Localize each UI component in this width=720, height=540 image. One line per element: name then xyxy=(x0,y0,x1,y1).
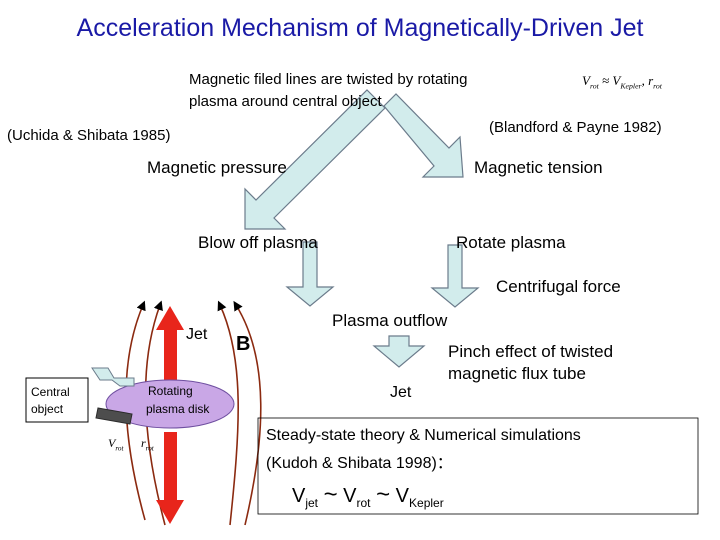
arrow-to-magnetic-pressure-icon xyxy=(244,89,386,230)
jet-result-label: Jet xyxy=(390,384,412,401)
rotation-formula: Vrot ≈ VKepler, rrot xyxy=(582,73,662,91)
sketch-v-sub: rot xyxy=(115,444,124,453)
blow-off-plasma-label: Blow off plasma xyxy=(198,233,318,252)
velocity-relation: Vjet ~ Vrot ~ VKepler xyxy=(292,481,444,510)
plasma-outflow-label: Plasma outflow xyxy=(332,311,448,330)
arrow-blow-off-to-outflow-icon xyxy=(285,241,335,307)
vrot-sub: rot xyxy=(356,496,371,510)
vkepler-v: V xyxy=(395,485,410,507)
sketch-v: V xyxy=(108,436,116,450)
rotation-arrow-bottom-icon xyxy=(95,407,133,425)
arrow-to-magnetic-tension-icon xyxy=(383,93,464,178)
ref-right: (Blandford & Payne 1982) xyxy=(489,119,662,136)
field-line-right-outer-icon xyxy=(233,300,262,526)
vjet-v: V xyxy=(292,485,306,507)
tilde-2: ~ xyxy=(376,481,391,508)
lower-jet-icon xyxy=(156,432,184,524)
vkepler-sub: Kepler xyxy=(409,496,444,510)
field-line-right-inner-icon xyxy=(217,300,239,526)
formula-approx: ≈ xyxy=(602,73,610,88)
formula-r: r xyxy=(648,73,654,88)
sketch-rrot-label: rrot xyxy=(141,436,154,452)
magnetic-field-b-label: B xyxy=(236,333,251,355)
central-object-box-icon xyxy=(25,377,89,423)
pinch-effect-line-1: Pinch effect of twisted xyxy=(448,342,614,361)
formula-v-sub: rot xyxy=(589,81,599,91)
centrifugal-force-label: Centrifugal force xyxy=(496,277,621,296)
vrot-v: V xyxy=(343,485,357,507)
arrow-outflow-to-jet-icon xyxy=(372,335,426,368)
rotation-arrow-top-icon xyxy=(91,367,135,387)
formula-sep: , xyxy=(641,73,645,88)
formula-k: V xyxy=(612,73,621,88)
pinch-effect-line-2: magnetic flux tube xyxy=(448,364,586,383)
sketch-vrot-label: Vrot xyxy=(108,436,123,452)
conclusion-box-icon xyxy=(257,417,699,515)
vjet-sub: jet xyxy=(305,496,319,510)
upper-jet-icon xyxy=(156,306,184,387)
page-title: Acceleration Mechanism of Magnetically-D… xyxy=(76,14,644,42)
rotate-plasma-label: Rotate plasma xyxy=(456,233,566,252)
rotating-disk-line-1: Rotating xyxy=(148,384,193,398)
magnetic-tension-label: Magnetic tension xyxy=(474,158,603,177)
sketch-r: r xyxy=(141,436,146,450)
tilde-1: ~ xyxy=(323,481,338,508)
intro-line-2: plasma around central object xyxy=(189,93,382,110)
magnetic-pressure-label: Magnetic pressure xyxy=(147,158,287,177)
ref-left: (Uchida & Shibata 1985) xyxy=(7,127,171,144)
formula-r-sub: rot xyxy=(653,81,662,91)
conclusion-line-2: (Kudoh & Shibata 1998)： xyxy=(266,455,453,472)
sketch-r-sub: rot xyxy=(145,444,154,453)
rotating-disk-line-2: plasma disk xyxy=(146,402,210,416)
formula-k-sub: Kepler xyxy=(620,81,642,91)
rotating-disk-icon xyxy=(105,379,235,429)
central-object-line-2: object xyxy=(31,402,64,416)
sketch-jet-label: Jet xyxy=(186,326,208,343)
formula-v: V xyxy=(582,73,590,88)
intro-line-1: Magnetic filed lines are twisted by rota… xyxy=(189,71,468,88)
central-object-line-1: Central xyxy=(31,385,70,399)
arrow-rotate-to-centrifugal-icon xyxy=(430,244,480,308)
conclusion-line-1: Steady-state theory & Numerical simulati… xyxy=(266,427,581,444)
